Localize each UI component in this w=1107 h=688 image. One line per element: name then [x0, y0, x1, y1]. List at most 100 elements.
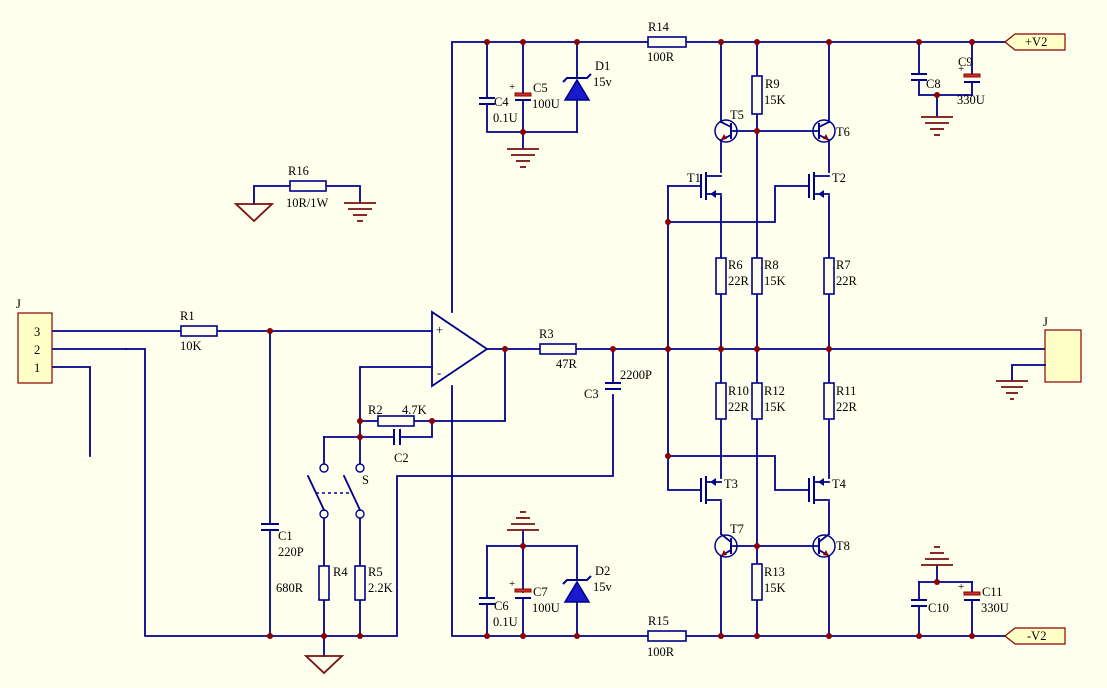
svg-text:C5: C5 [533, 81, 548, 95]
svg-text:+: + [958, 581, 964, 593]
svg-text:R2: R2 [368, 403, 383, 417]
t3-mosfet: T3 [700, 476, 738, 504]
r16-ground-icon [344, 202, 376, 222]
d1-zener: D1 15v [562, 59, 613, 101]
switch-s: S [306, 463, 369, 519]
r3-resistor: R3 47R [539, 327, 578, 371]
svg-text:S: S [362, 473, 369, 487]
svg-text:15v: 15v [593, 75, 613, 89]
svg-text:0.1U: 0.1U [493, 111, 518, 125]
svg-text:+: + [509, 578, 515, 590]
svg-text:D2: D2 [595, 564, 610, 578]
svg-text:0.1U: 0.1U [493, 615, 518, 629]
svg-text:R5: R5 [368, 565, 383, 579]
svg-text:330U: 330U [981, 601, 1009, 615]
svg-text:4.7K: 4.7K [402, 403, 427, 417]
r2-resistor: R2 4.7K [368, 403, 427, 427]
junction-dots [267, 39, 975, 639]
svg-text:C3: C3 [584, 387, 599, 401]
svg-text:+: + [958, 63, 964, 75]
svg-text:10R/1W: 10R/1W [286, 196, 329, 210]
svg-text:15K: 15K [764, 274, 786, 288]
svg-text:22R: 22R [728, 400, 750, 414]
svg-text:47R: 47R [556, 357, 578, 371]
svg-text:R10: R10 [728, 384, 749, 398]
svg-text:C8: C8 [926, 77, 941, 91]
t2-mosfet: T2 [808, 171, 846, 200]
output-connector: J [996, 315, 1082, 400]
svg-text:R9: R9 [765, 77, 780, 91]
c8-capacitor: C8 [911, 73, 941, 91]
svg-text:C1: C1 [278, 529, 293, 543]
r9-resistor: R9 15K [751, 75, 786, 115]
t7-transistor: T7 [714, 522, 744, 558]
t1-mosfet: T1 [687, 171, 722, 200]
r10-resistor: R10 22R [715, 382, 750, 420]
svg-text:220P: 220P [278, 545, 304, 559]
output-ground-icon [996, 380, 1028, 400]
c6-capacitor: C6 0.1U [479, 597, 518, 629]
svg-text:T6: T6 [836, 125, 850, 139]
svg-text:R7: R7 [836, 258, 851, 272]
svg-text:R11: R11 [836, 384, 856, 398]
svg-text:100R: 100R [647, 645, 675, 659]
svg-text:R1: R1 [180, 309, 195, 323]
svg-text:15K: 15K [764, 581, 786, 595]
c10-ground-icon [921, 546, 953, 566]
svg-text:R6: R6 [728, 258, 743, 272]
main-ground-icon [303, 655, 345, 675]
svg-text:C10: C10 [928, 601, 949, 615]
svg-text:T4: T4 [832, 477, 847, 491]
t4-mosfet: T4 [808, 476, 847, 504]
t6-transistor: T6 [812, 119, 850, 143]
svg-text:+: + [436, 323, 443, 337]
svg-text:T8: T8 [836, 539, 850, 553]
svg-text:2.2K: 2.2K [368, 581, 393, 595]
svg-text:T5: T5 [730, 108, 744, 122]
r11-resistor: R11 22R [823, 382, 858, 420]
vneg-port: -V2 [1004, 627, 1066, 645]
svg-text:2200P: 2200P [620, 368, 652, 382]
svg-text:15K: 15K [764, 93, 786, 107]
output-connector-label: J [1043, 315, 1048, 329]
svg-text:100U: 100U [532, 97, 560, 111]
svg-text:R4: R4 [333, 565, 348, 579]
r13-resistor: R13 15K [751, 563, 786, 601]
t5-transistor: T5 [714, 108, 744, 143]
svg-text:R13: R13 [764, 565, 785, 579]
svg-text:T7: T7 [730, 522, 744, 536]
r5-resistor: R5 2.2K [354, 565, 393, 601]
c11-capacitor: + C11 330U [958, 581, 1009, 615]
wires [51, 41, 1046, 657]
c9-capacitor: + C9 330U [957, 55, 985, 107]
svg-text:D1: D1 [595, 59, 610, 73]
r7-resistor: R7 22R [823, 257, 858, 295]
svg-text:R15: R15 [648, 614, 669, 628]
svg-text:330U: 330U [957, 93, 985, 107]
r1-resistor: R1 10K [180, 309, 218, 353]
t8-transistor: T8 [812, 532, 850, 558]
r6-resistor: R6 22R [715, 257, 750, 295]
r15-resistor: R15 100R [647, 614, 687, 659]
svg-text:+V2: +V2 [1025, 35, 1047, 49]
svg-text:C9: C9 [958, 55, 973, 69]
svg-text:R14: R14 [648, 20, 670, 34]
svg-text:T3: T3 [724, 477, 738, 491]
svg-text:100R: 100R [647, 50, 675, 64]
svg-text:T2: T2 [832, 171, 846, 185]
c1-capacitor: C1 220P [261, 523, 304, 559]
input-connector-label: J [16, 297, 21, 311]
svg-text:C2: C2 [394, 451, 409, 465]
r8-resistor: R8 15K [751, 257, 786, 295]
bottom-ground-icon [507, 511, 539, 531]
svg-text:680R: 680R [276, 581, 304, 595]
svg-text:100U: 100U [532, 601, 560, 615]
svg-text:R16: R16 [288, 164, 309, 178]
c3-capacitor: 2200P C3 [584, 368, 652, 401]
c10-capacitor: C10 [911, 599, 949, 615]
c7-capacitor: + C7 100U [509, 578, 560, 615]
c4-capacitor: C4 0.1U [479, 95, 518, 125]
top-ground-icon [507, 148, 539, 168]
svg-text:T1: T1 [687, 171, 701, 185]
